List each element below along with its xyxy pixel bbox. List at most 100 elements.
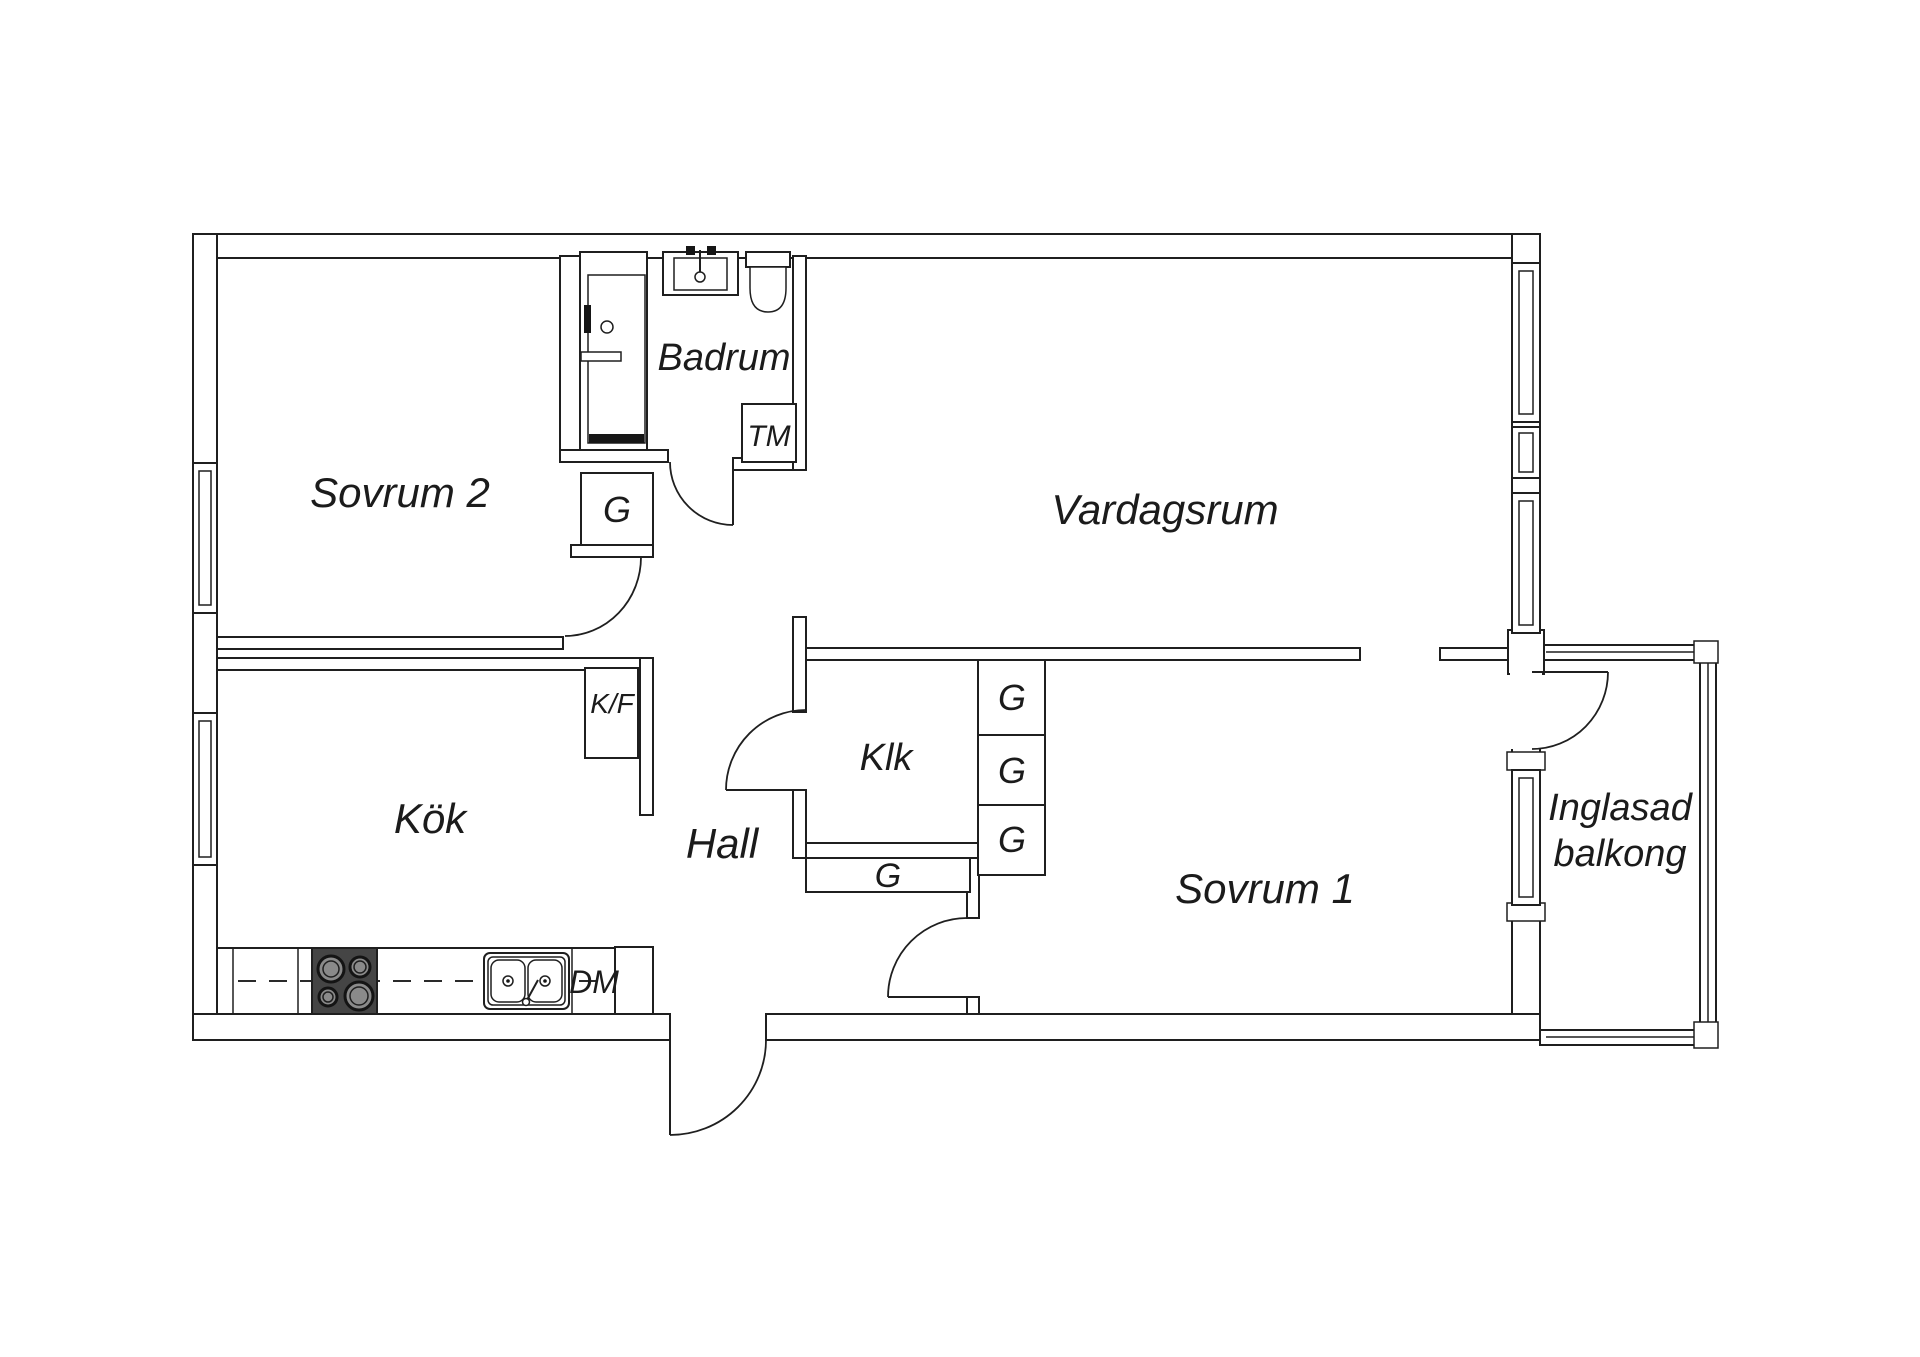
kok-label: Kök — [394, 795, 468, 842]
wardrobe-label-hall: G — [875, 857, 901, 895]
shower-handle-icon — [580, 351, 622, 362]
bathroom-fixtures: TM — [579, 246, 797, 463]
wall-kok-right — [639, 657, 654, 816]
wardrobe-label-sovrum2: G — [603, 489, 631, 530]
toilet-bowl — [749, 266, 787, 313]
wall-vardagsrum-sovrum1-a — [805, 647, 1361, 661]
window-vardagsrum-1 — [1511, 262, 1541, 423]
sill-sovrum1-window-top — [1506, 751, 1546, 771]
window-vardagsrum-3 — [1511, 492, 1541, 634]
window-glazing — [1518, 270, 1534, 415]
wall-hall-sovrum1-stub — [966, 996, 980, 1015]
washing-machine-label: TM — [747, 420, 790, 453]
burner-ring — [349, 986, 369, 1006]
dishwasher-label: DM — [569, 964, 619, 1000]
door-swing-arc — [887, 917, 968, 998]
sink-drain-icon — [694, 271, 706, 283]
wardrobe-label-1: G — [998, 677, 1026, 718]
balcony-corner-bottom — [1693, 1021, 1719, 1049]
hall-label: Hall — [686, 820, 760, 867]
toilet-tank — [745, 251, 791, 268]
burner-icon — [316, 954, 346, 984]
balcony-label-line1: Inglasad — [1548, 787, 1694, 829]
shower — [579, 251, 648, 451]
wall-vardagsrum-sovrum1-b — [1439, 647, 1513, 661]
sink-drain-dot — [506, 979, 510, 983]
window-glazing — [198, 470, 212, 606]
stove — [311, 947, 378, 1015]
sovrum2-door — [564, 556, 642, 637]
klk-label: Klk — [860, 737, 915, 779]
wall-badrum-bottom-left — [559, 449, 669, 463]
door-swing-arc — [669, 1039, 767, 1136]
wall-top — [192, 233, 1541, 259]
sovrum2-label: Sovrum 2 — [310, 469, 490, 516]
badrum-door — [669, 461, 734, 526]
window-glazing — [1518, 432, 1534, 473]
balcony-glazing — [1539, 640, 1719, 1049]
window-glazing — [198, 720, 212, 858]
wall-under-g-sovrum2 — [570, 544, 654, 558]
wardrobe-hall-box — [805, 857, 971, 893]
balcony-corner-top — [1693, 640, 1719, 664]
fridge-freezer-box — [584, 667, 639, 759]
window-vardagsrum-2 — [1511, 426, 1541, 479]
window-glazing — [1518, 500, 1534, 626]
sovrum1-label: Sovrum 1 — [1175, 865, 1355, 912]
wall-klk-bottom — [805, 842, 979, 859]
wardrobe-label-2: G — [998, 750, 1026, 791]
window-sovrum2 — [192, 462, 218, 614]
door-swing-arc — [564, 556, 642, 637]
wardrobe-label-3: G — [998, 819, 1026, 860]
wall-bottom-left — [192, 1013, 671, 1041]
shower-knob-icon — [600, 320, 614, 334]
kitchen-fixtures — [216, 947, 616, 1015]
fridge-freezer-label: K/F — [590, 688, 635, 719]
wall-post-balcony — [1507, 629, 1545, 675]
closets — [580, 472, 1046, 893]
room-labels: Sovrum 2 Badrum Vardagsrum Kök Hall Klk … — [310, 337, 1694, 912]
wardrobe-column-box — [977, 659, 1046, 876]
sink-tap-handle-icon — [686, 246, 695, 255]
burner-ring — [322, 960, 340, 978]
door-opening — [1510, 672, 1542, 749]
wall-bottom-right — [765, 1013, 1541, 1041]
wall-sovrum2-bottom — [216, 636, 564, 650]
wall-klk-left-lower — [792, 789, 807, 859]
burner-ring — [353, 960, 367, 974]
washing-machine: TM — [741, 403, 797, 463]
burner-icon — [317, 986, 339, 1008]
door-swing-arc — [669, 461, 734, 526]
window-sovrum1-balcony — [1511, 769, 1541, 906]
burner-ring — [322, 991, 334, 1003]
burner-icon — [348, 955, 372, 979]
shower-hinge-icon — [584, 305, 591, 333]
interior-walls — [216, 255, 1546, 1015]
balcony-door — [1510, 671, 1609, 750]
sink-drain-dot — [543, 979, 547, 983]
shower-threshold — [589, 434, 644, 443]
sink-faucet-base — [521, 997, 531, 1007]
wall-kok-stub — [614, 946, 654, 1015]
klk-door — [725, 709, 807, 791]
door-swing-arc — [1531, 671, 1609, 750]
wall-sovrum2-badrum — [559, 255, 581, 463]
wall-klk-stub — [792, 616, 807, 713]
burner-icon — [343, 980, 375, 1012]
badrum-label: Badrum — [657, 337, 790, 379]
bathroom-sink — [662, 246, 739, 296]
sink-drain-icon — [539, 975, 551, 987]
windows — [192, 262, 1541, 906]
balcony-label-line2: balkong — [1553, 833, 1686, 875]
sovrum1-door — [887, 917, 968, 998]
washing-machine-box — [741, 403, 797, 463]
wardrobe-sovrum2-box — [580, 472, 654, 546]
doors — [564, 461, 1609, 1136]
wall-left — [192, 233, 218, 1041]
window-glazing — [1518, 777, 1534, 898]
vardagsrum-label: Vardagsrum — [1051, 486, 1278, 533]
entrance-door — [669, 1039, 767, 1136]
sink-faucet-icon — [526, 979, 539, 1001]
